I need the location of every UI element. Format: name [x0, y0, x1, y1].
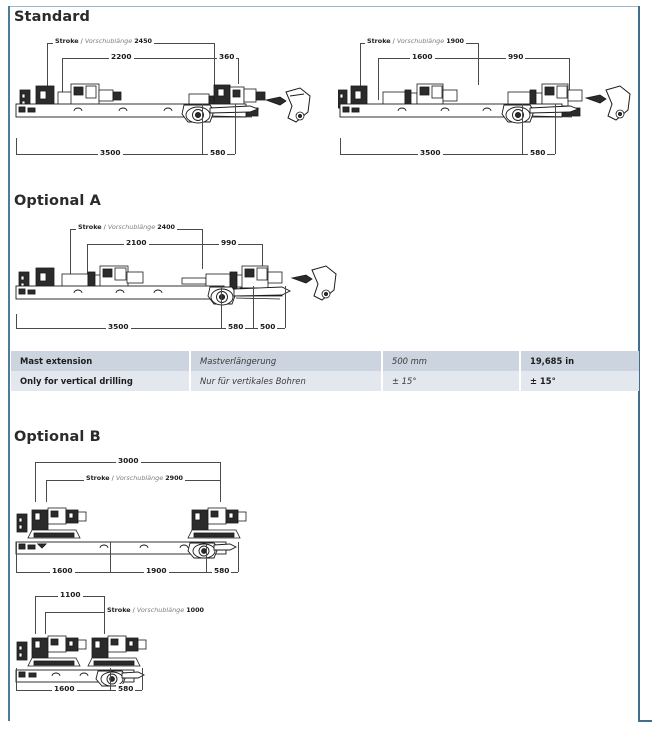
dim-ext-1600-left — [378, 58, 379, 100]
dim-ext-top-right — [104, 596, 105, 634]
dim-ext-990-right — [569, 58, 570, 90]
diagram-standard-right: Stroke / Vorschublänge 1900 1600 990 — [338, 32, 638, 172]
dim-label-base-2: 1900 — [144, 566, 169, 575]
dim-ext-tail-right — [238, 542, 239, 572]
dim-ext-2200-left — [62, 58, 63, 100]
stroke-label-standard-right: Stroke / Vorschublänge 1900 — [365, 37, 466, 46]
dim-label-base: 3500 — [418, 148, 443, 157]
stroke-label-optional-a: Stroke / Vorschublänge 2400 — [76, 223, 177, 232]
dim-ext-360-right — [238, 58, 239, 84]
dim-label-base-1: 1600 — [52, 684, 77, 693]
dim-label-tail: 580 — [208, 148, 228, 157]
dim-ext-tail-right — [555, 104, 556, 154]
dim-ext-tail-right — [253, 286, 254, 328]
spec-value-imperial: 19,685 in — [530, 356, 575, 366]
spec-value-metric: 500 mm — [383, 351, 521, 371]
table-row: Mast extension Mastverlängerung 500 mm 1… — [11, 351, 639, 371]
section-title-optional-a: Optional A — [14, 193, 101, 209]
boom-beam-standard-left — [15, 103, 260, 124]
dim-ext-base-c — [206, 542, 207, 572]
dim-ext-top-right — [220, 462, 221, 502]
section-title-standard: Standard — [14, 9, 90, 25]
boom-beam-standard-right — [339, 103, 580, 124]
dim-label-tail: 580 — [528, 148, 548, 157]
dim-ext-base-left — [16, 138, 17, 154]
dim-label-tail: 580 — [226, 322, 246, 331]
dim-ext-top-left — [35, 596, 36, 634]
dim-label-top: 3000 — [116, 456, 141, 465]
page-border-bottom — [638, 720, 652, 722]
dim-ext-stroke-left — [45, 612, 46, 634]
machine-artwork-optional-b-lower — [16, 635, 147, 667]
dim-ext-base-right — [202, 104, 203, 154]
diagram-optional-b-lower: 1100 Stroke / Vorschublänge 1000 — [14, 586, 244, 698]
machine-artwork-optional-b-upper — [16, 507, 247, 539]
dim-label-base: 3500 — [106, 322, 131, 331]
dim-ext-right — [214, 43, 215, 85]
table-row: Only for vertical drilling Nur für verti… — [11, 371, 639, 391]
dim-label-upper-right: 990 — [506, 52, 526, 61]
dim-label-tail: 580 — [116, 684, 136, 693]
dim-ext-right — [478, 43, 479, 85]
diagram-optional-b-upper: 3000 Stroke / Vorschublänge 2900 — [14, 452, 294, 580]
page-border-top — [8, 6, 640, 7]
mast-extension-spec-table: Mast extension Mastverlängerung 500 mm 1… — [11, 351, 639, 391]
dim-label-base-1: 1600 — [50, 566, 75, 575]
dim-ext-top-left — [35, 462, 36, 502]
dim-ext-990-right — [262, 244, 263, 274]
dim-line-2200 — [62, 58, 214, 59]
section-title-optional-b: Optional B — [14, 429, 101, 445]
spec-label-en: Only for vertical drilling — [11, 371, 191, 391]
diagram-standard-left: Stroke / Vorschublänge 2450 2200 360 — [14, 32, 319, 172]
dim-ext-right — [202, 229, 203, 269]
dim-ext-left — [360, 43, 361, 101]
dim-ext-base-b — [110, 668, 111, 690]
dim-ext-base-right — [221, 286, 222, 328]
boom-beam-optional-a — [15, 285, 292, 306]
dim-label-upper-right: 990 — [219, 238, 239, 247]
dim-line-stroke — [45, 612, 104, 613]
dim-label-top: 1100 — [58, 590, 83, 599]
dim-ext-base-b — [110, 542, 111, 572]
boom-beam-optional-b-upper — [15, 541, 238, 559]
dim-ext-left — [70, 229, 71, 281]
spec-value-imperial: ± 15° — [530, 376, 556, 386]
dim-ext-tail-right — [235, 104, 236, 154]
dim-label-ext: 500 — [258, 322, 278, 331]
diagram-optional-a: Stroke / Vorschublänge 2400 2100 990 — [14, 218, 344, 340]
dim-ext-base-a — [16, 542, 17, 572]
dim-label-upper-right: 360 — [217, 52, 237, 61]
stroke-label-optional-b-upper: Stroke / Vorschublänge 2900 — [84, 474, 185, 483]
boom-beam-optional-b-lower — [15, 669, 146, 687]
dim-label-upper: 2200 — [109, 52, 134, 61]
stroke-label-optional-b-lower: Stroke / Vorschublänge 1000 — [105, 606, 206, 615]
dim-ext-left — [47, 43, 48, 101]
stroke-label-standard-left: Stroke / Vorschublänge 2450 — [53, 37, 154, 46]
dim-ext-base-left — [16, 314, 17, 328]
dim-ext-base-right — [522, 104, 523, 154]
dim-ext-base-left — [340, 138, 341, 154]
dim-ext-stroke-left — [46, 480, 47, 502]
dim-ext-tail-right — [142, 668, 143, 690]
dim-label-upper: 2100 — [124, 238, 149, 247]
page-border-left — [8, 6, 10, 721]
dim-label-base: 3500 — [98, 148, 123, 157]
dim-ext-ext-right — [285, 286, 286, 328]
dim-ext-base-a — [16, 668, 17, 690]
dim-ext-2100-left — [87, 244, 88, 284]
dim-label-tail: 580 — [212, 566, 232, 575]
spec-label-de: Nur für vertikales Bohren — [191, 371, 383, 391]
dim-label-upper: 1600 — [410, 52, 435, 61]
spec-value-metric: ± 15° — [383, 371, 521, 391]
spec-label-en: Mast extension — [11, 351, 191, 371]
spec-label-de: Mastverlängerung — [191, 351, 383, 371]
